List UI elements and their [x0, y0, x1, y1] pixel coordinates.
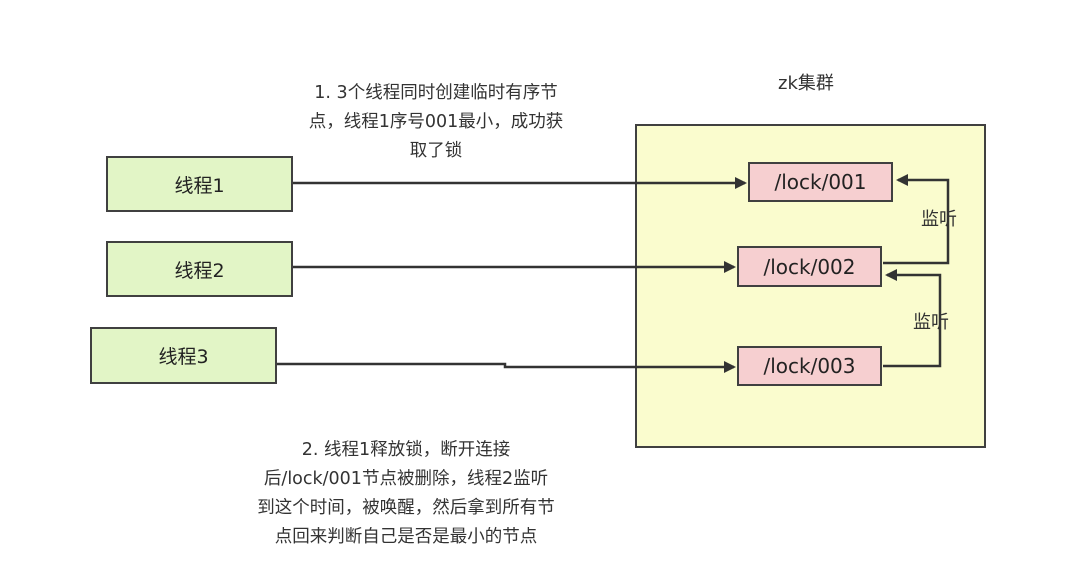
- thread-2-box: 线程2: [106, 241, 293, 297]
- note-step-1: 1. 3个线程同时创建临时有序节 点，线程1序号001最小，成功获 取了锁: [266, 79, 606, 166]
- note-step-2-line-3: 到这个时间，被唤醒，然后拿到所有节: [257, 498, 555, 518]
- watch-arrow-002-to-001: [883, 174, 950, 265]
- note-step-2-line-1: 2. 线程1释放锁，断开连接: [301, 440, 511, 460]
- note-step-1-line-2: 点，线程1序号001最小，成功获: [308, 112, 564, 132]
- watch-arrow-003-to-002: [883, 269, 942, 368]
- note-step-2-line-2: 后/lock/001节点被删除，线程2监听: [263, 469, 549, 489]
- note-step-2-line-4: 点回来判断自己是否是最小的节点: [274, 527, 538, 547]
- arrow-thread3-to-node003: [277, 361, 736, 373]
- lock-node-001: /lock/001: [748, 162, 893, 202]
- note-step-1-line-1: 1. 3个线程同时创建临时有序节: [314, 83, 558, 103]
- thread-1-box: 线程1: [106, 156, 293, 212]
- lock-node-003: /lock/003: [737, 346, 882, 386]
- note-step-1-line-3: 取了锁: [409, 141, 463, 161]
- thread-3-box: 线程3: [90, 327, 277, 384]
- zk-cluster-title: zk集群: [778, 73, 834, 94]
- lock-node-002: /lock/002: [737, 246, 882, 287]
- note-step-2: 2. 线程1释放锁，断开连接 后/lock/001节点被删除，线程2监听 到这个…: [196, 436, 616, 552]
